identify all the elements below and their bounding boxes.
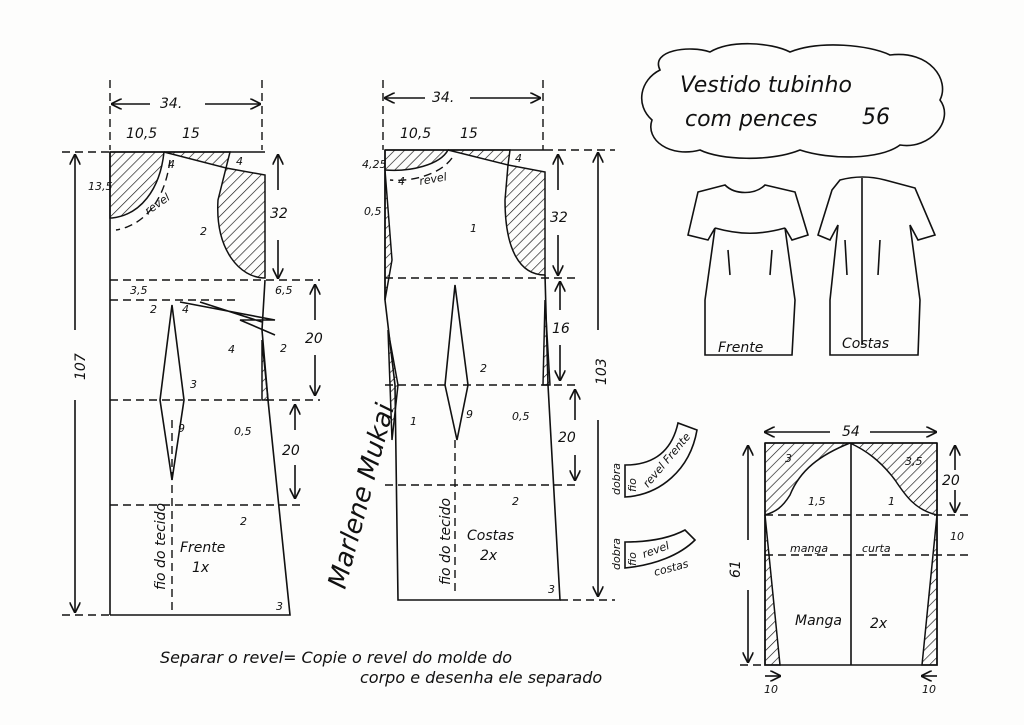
back-dart-width-label: 2: [480, 362, 487, 375]
sleeve-piece-count: 2x: [870, 616, 888, 632]
back-shoulder-label: 15: [460, 126, 478, 142]
back-waist-label: 16: [552, 321, 570, 337]
illustration-back-label: Costas: [842, 336, 889, 352]
front-shoulder-drop-label: 4: [236, 155, 243, 168]
back-facing-piece: dobra fio revel costas: [610, 529, 697, 579]
back-hem-label: 3: [548, 583, 555, 596]
front-side-dart-label: 6,5: [275, 284, 293, 297]
front-waist-hip-label: 20: [305, 331, 323, 347]
front-piece-count: 1x: [192, 560, 210, 576]
front-dart-side-label: 4: [182, 303, 189, 316]
front-piece-name: Frente: [180, 540, 225, 556]
note-line1: Separar o revel= Copie o revel do molde …: [160, 648, 512, 667]
back-neck-mark: 4: [398, 175, 405, 188]
sleeve-hem-left-label: 10: [764, 683, 778, 696]
front-facing-grain: fio: [626, 478, 639, 492]
front-grain-label: fio do tecido: [153, 503, 169, 590]
front-facing-piece: dobra fio revel Frente: [610, 421, 698, 498]
front-hem-ease-label: 2: [240, 515, 247, 528]
back-facing-fold: dobra: [610, 538, 623, 570]
title-line2: com pences: [685, 107, 818, 132]
front-neck-depth-label: 13,5: [88, 180, 113, 193]
front-dart-top-label: 2: [150, 303, 157, 316]
dress-back-illustration: Costas: [817, 176, 937, 356]
front-armhole-ease-label: 2: [200, 225, 207, 238]
sleeve-length-label: 61: [728, 560, 744, 578]
back-side-ease-label: 0,5: [512, 410, 530, 423]
front-width-label: 34.: [160, 96, 182, 112]
sleeve-short-label: 10: [950, 530, 964, 543]
front-bust-drop-label: 3,5: [130, 284, 148, 297]
back-zip-ease-label: 0,5: [364, 205, 382, 218]
front-dart-line-label: 4: [228, 343, 235, 356]
back-armhole-label: 32: [550, 210, 568, 226]
back-width-label: 34.: [432, 90, 454, 106]
back-piece-name: Costas: [467, 528, 514, 544]
sleeve-pattern-piece: 54 61 20 10 3 3,5 1,5 1 manga curta Mang…: [728, 424, 970, 696]
front-dart-side2-label: 2: [280, 342, 287, 355]
back-revel-label: revel: [418, 170, 447, 188]
front-side-ease-label: 0,5: [234, 425, 252, 438]
back-shoulder-drop-label: 4: [515, 152, 522, 165]
back-pattern-piece: 34. 10,5 15 revel 4,25 4 4 0,5 32 1 103 …: [362, 80, 615, 601]
front-neck-width-label: 10,5: [126, 126, 157, 142]
back-neck-depth-label: 4,25: [362, 158, 387, 171]
front-neck-mark: 4: [168, 158, 175, 171]
front-length-label: 107: [73, 353, 89, 380]
sleeve-left-mark-label: 1,5: [808, 495, 826, 508]
front-pattern-piece: 34. 10,5 15 revel 4 4 13,5 2 32 107 3,5 …: [62, 80, 323, 616]
front-hem-label: 3: [276, 600, 283, 613]
back-piece-count: 2x: [480, 548, 498, 564]
front-facing-fold: dobra: [610, 463, 623, 495]
back-armhole-ease-label: 1: [470, 222, 477, 235]
back-length-label: 103: [594, 358, 610, 385]
back-center-ease-label: 1: [410, 415, 417, 428]
sleeve-right-mark-label: 1: [888, 495, 895, 508]
front-armhole-label: 32: [270, 206, 288, 222]
sleeve-piece-name: Manga: [795, 613, 842, 629]
back-facing-grain: fio: [626, 552, 639, 566]
title-cloud: Vestido tubinho com pences 56: [640, 42, 946, 160]
front-dart-width-label: 3: [190, 378, 197, 391]
note-line2: corpo e desenha ele separado: [360, 668, 602, 687]
sleeve-cap-height-label: 20: [942, 473, 960, 489]
sleeve-width-label: 54: [842, 424, 860, 440]
back-dart-length-label: 9: [466, 408, 473, 421]
front-hip-bottom-label: 20: [282, 443, 300, 459]
back-grain-label: fio do tecido: [438, 498, 454, 585]
back-facing-sub: costas: [652, 557, 690, 579]
signature: Marlene Mukai: [323, 400, 401, 592]
sleeve-right-cap-label: 3,5: [905, 455, 923, 468]
sleeve-left-cap-label: 3: [785, 452, 792, 465]
title-size: 56: [862, 105, 890, 130]
back-hem-ease-label: 2: [512, 495, 519, 508]
front-dart-length-label: 9: [178, 422, 185, 435]
dress-front-illustration: Frente: [687, 184, 809, 356]
back-hip-label: 20: [558, 430, 576, 446]
title-line1: Vestido tubinho: [680, 73, 852, 98]
sleeve-short-label-b: curta: [862, 542, 891, 555]
front-shoulder-label: 15: [182, 126, 200, 142]
sleeve-short-label-a: manga: [790, 542, 828, 555]
sleeve-hem-right-label: 10: [922, 683, 936, 696]
illustration-front-label: Frente: [718, 340, 763, 356]
back-neck-width-label: 10,5: [400, 126, 431, 142]
